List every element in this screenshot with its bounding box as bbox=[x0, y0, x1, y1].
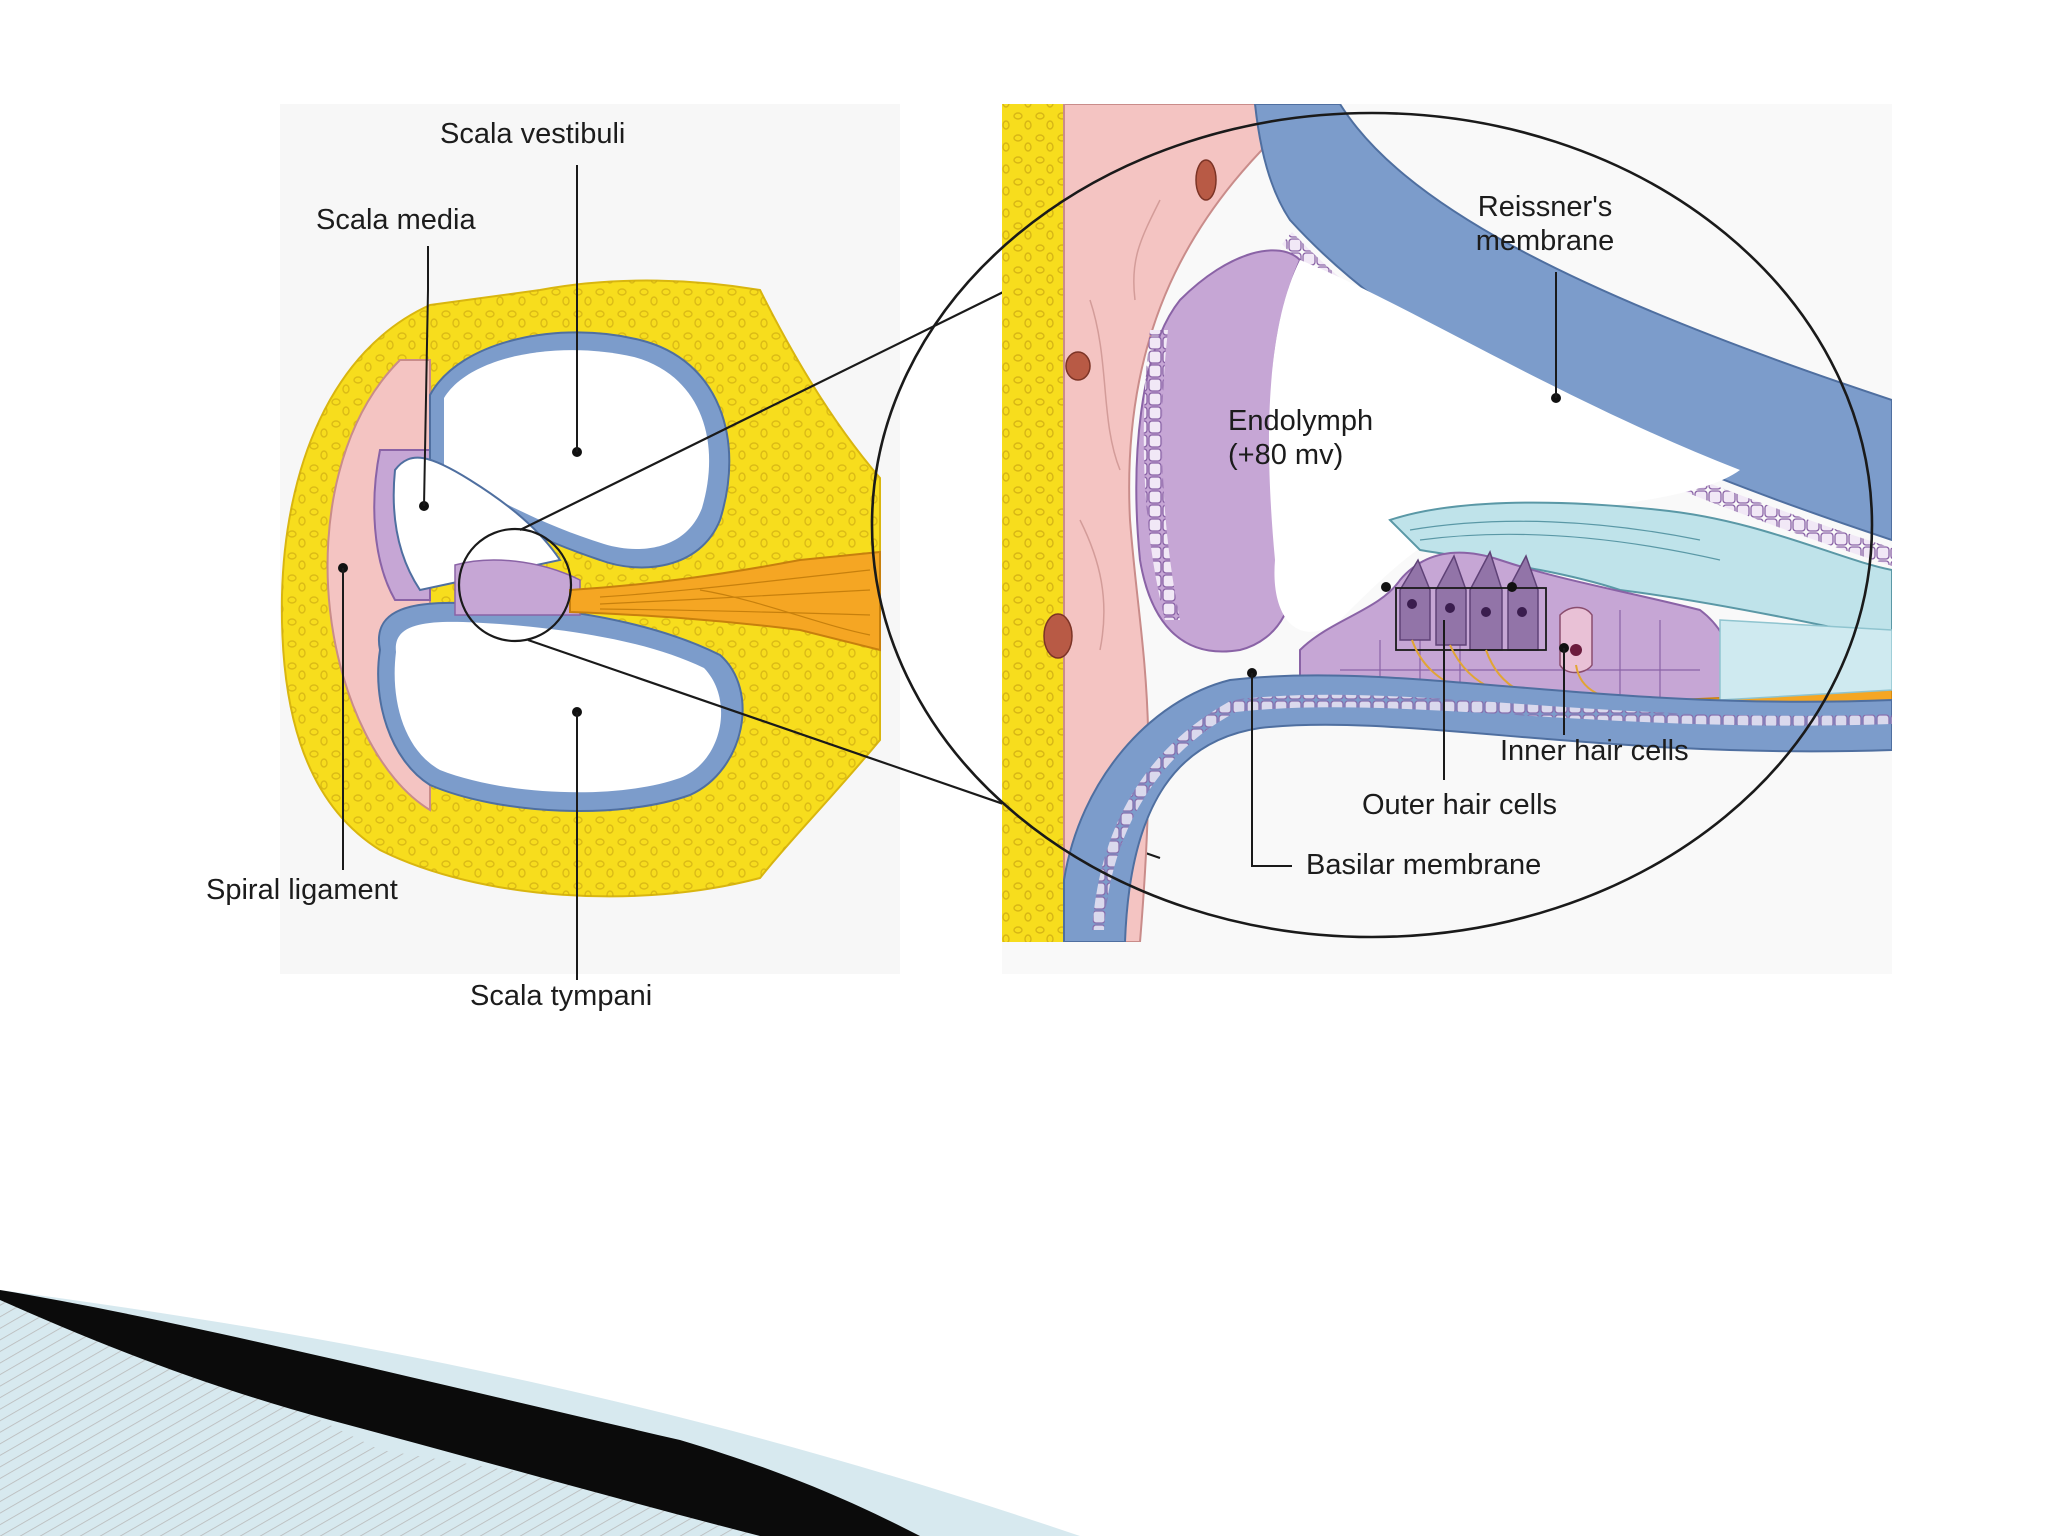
outer-hair-cells-dot-left bbox=[1381, 582, 1391, 592]
perilymph-region bbox=[1719, 619, 1892, 701]
label-basilar-membrane: Basilar membrane bbox=[1306, 849, 1542, 881]
basilar-membrane-band bbox=[1063, 674, 1892, 942]
outer-hair-cells-dot-right bbox=[1507, 582, 1517, 592]
label-outer-hair-cells: Outer hair cells bbox=[1362, 789, 1558, 821]
scala-media-leader bbox=[423, 246, 429, 507]
label-endolymph: Endolymph (+80 mv) bbox=[1228, 404, 1373, 472]
zoom-circle-small bbox=[457, 527, 573, 643]
cochlea-cross-section bbox=[280, 165, 881, 980]
basilar-epithelium bbox=[1092, 694, 1892, 930]
label-inner-hair-cells: Inner hair cells bbox=[1500, 735, 1689, 767]
label-scala-media: Scala media bbox=[316, 204, 476, 236]
decorative-ribbon bbox=[0, 1290, 1080, 1536]
blood-vessel-2 bbox=[1065, 351, 1091, 381]
label-endolymph-line2: (+80 mv) bbox=[1228, 439, 1344, 471]
ribbon-hatch bbox=[0, 1290, 920, 1536]
outer-hair-cells-box bbox=[1395, 587, 1547, 651]
cochlear-nerve bbox=[569, 550, 881, 652]
stria-layer bbox=[1135, 249, 1302, 653]
zoom-ellipse-large bbox=[870, 111, 1874, 939]
blood-vessel-1 bbox=[1195, 159, 1217, 201]
scala-tympani-space bbox=[394, 621, 722, 793]
scala-media-space bbox=[392, 456, 562, 592]
label-spiral-ligament: Spiral ligament bbox=[206, 874, 398, 906]
basilar-membrane-leader bbox=[1251, 673, 1292, 867]
label-scala-tympani: Scala tympani bbox=[470, 980, 653, 1012]
organ-of-corti-small bbox=[454, 559, 581, 616]
blood-vessel-3 bbox=[1043, 613, 1073, 659]
label-reissners-line1: Reissner's bbox=[1477, 191, 1613, 223]
tectorial-membrane bbox=[1388, 501, 1892, 642]
label-reissners-line2: membrane bbox=[1475, 225, 1615, 257]
reissners-epithelium bbox=[1282, 232, 1892, 566]
label-endolymph-line1: Endolymph bbox=[1228, 405, 1374, 437]
label-reissners-membrane: Reissner's membrane bbox=[1450, 190, 1640, 258]
magnified-view bbox=[1002, 104, 1892, 942]
ribbon-dark bbox=[0, 1290, 920, 1536]
endolymph-space bbox=[1268, 260, 1740, 632]
label-scala-vestibuli: Scala vestibuli bbox=[440, 118, 626, 150]
